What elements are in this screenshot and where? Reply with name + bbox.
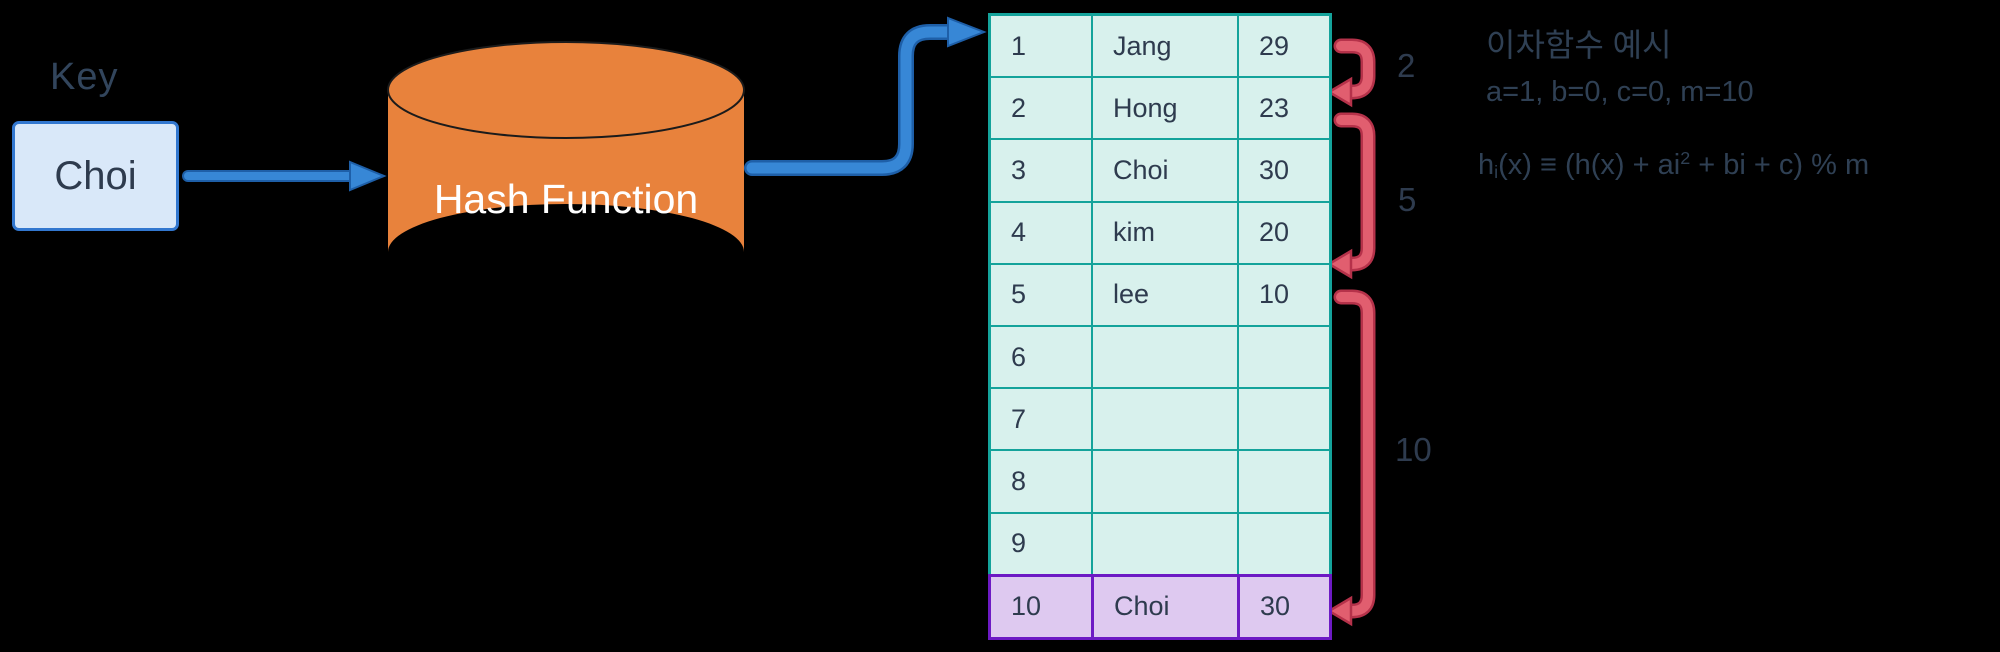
probe-arrow-2-icon [1326,112,1376,280]
cell-value: 30 [1237,576,1329,638]
table-row: 4 kim 20 [988,200,1332,263]
key-box: Choi [12,121,179,231]
table-row: 3 Choi 30 [988,138,1332,201]
cell-name: kim [1091,202,1237,263]
table-row-highlighted: 10 Choi 30 [988,573,1332,641]
cell-index: 2 [1011,92,1027,123]
annotation-formula: hi(x) ≡ (h(x) + ai2 + bi + c) % m [1478,148,1869,183]
cell-index: 5 [1011,279,1027,310]
probe-step-label: 2 [1397,47,1416,84]
cell-name: Hong [1091,78,1237,139]
hash-function-cylinder [387,41,745,252]
cell-name [1091,451,1237,512]
annotation-title: 이차함수 예시 [1486,27,1672,63]
cell-index: 4 [1011,217,1027,248]
cell-value [1237,451,1329,512]
cell-name: Choi [1091,576,1237,638]
cell-index: 8 [1011,466,1027,497]
cell-value [1237,327,1329,388]
key-label: Key [50,56,119,98]
cell-name [1091,389,1237,450]
cell-name [1091,513,1237,574]
formula-mid: (x) ≡ (h(x) + ai [1498,148,1681,181]
formula-subscript: i [1494,161,1499,182]
cell-index: 6 [1011,341,1027,372]
annotation-params: a=1, b=0, c=0, m=10 [1486,76,1754,108]
probe-arrow-1-icon [1326,38,1376,108]
arrow-key-to-hash-icon [182,160,387,192]
table-row: 9 [988,511,1332,574]
table-row: 5 lee 10 [988,262,1332,326]
probe-arrow-3-icon [1326,289,1376,627]
cell-value: 20 [1237,202,1329,263]
hash-table: 1 Jang 29 2 Hong 23 3 Choi 30 4 kim 20 5… [988,13,1332,641]
cell-name [1091,327,1237,388]
probe-step-label: 10 [1395,431,1432,468]
cell-value: 23 [1237,78,1329,139]
cell-value [1237,513,1329,574]
table-row: 6 [988,325,1332,388]
table-row: 2 Hong 23 [988,76,1332,139]
cell-name: Choi [1091,140,1237,201]
hash-function-label: Hash Function [433,176,699,222]
cell-index: 1 [1011,30,1027,61]
cell-name: Jang [1091,16,1237,77]
table-row: 7 [988,387,1332,450]
formula-fn: h [1478,148,1495,181]
cell-value: 10 [1237,264,1329,326]
cell-index: 7 [1011,403,1027,434]
cell-value: 30 [1237,140,1329,201]
cell-value [1237,389,1329,450]
cell-value: 29 [1237,16,1329,77]
cell-index: 10 [1011,591,1042,622]
table-row: 8 [988,449,1332,512]
table-row: 1 Jang 29 [988,13,1332,77]
cell-name: lee [1091,264,1237,326]
formula-tail: + bi + c) % m [1690,148,1870,181]
arrow-hash-to-table-icon [744,16,987,176]
probe-step-label: 5 [1398,181,1417,218]
cell-index: 9 [1011,528,1027,559]
cell-index: 3 [1011,155,1027,185]
key-value: Choi [54,153,137,198]
formula-superscript: 2 [1680,148,1691,168]
